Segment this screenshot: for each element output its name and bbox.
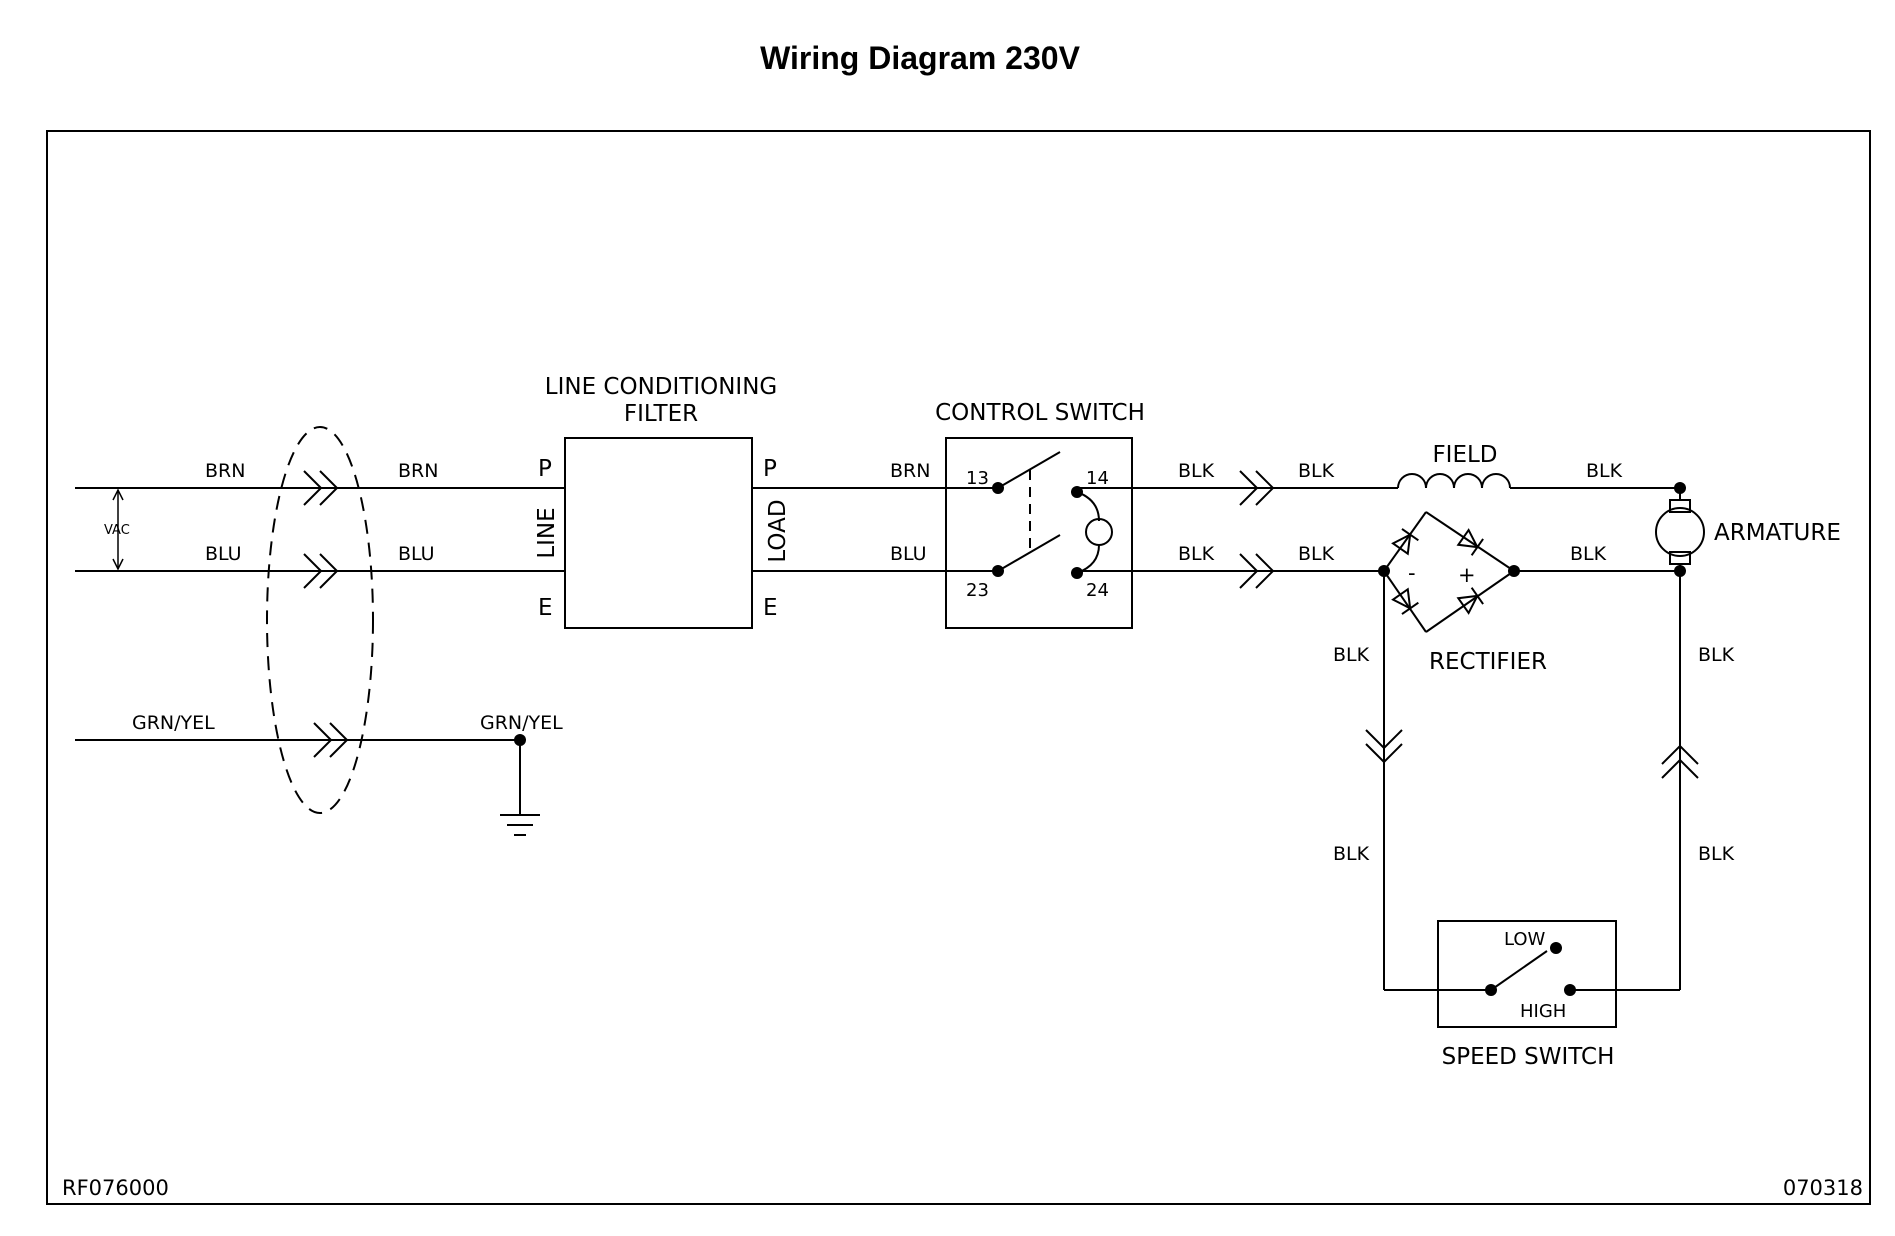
- drawing-number: RF076000: [62, 1176, 169, 1200]
- rectifier-plus: +: [1458, 563, 1476, 587]
- wire-label-left-upper: BLK: [1333, 644, 1370, 666]
- wire-label-blk-top-2: BLK: [1298, 460, 1335, 482]
- rectifier-minus: -: [1408, 561, 1416, 585]
- rectifier-label: RECTIFIER: [1429, 649, 1547, 675]
- wire-label-blu-out: BLU: [398, 543, 435, 565]
- control-switch-title: CONTROL SWITCH: [935, 400, 1145, 426]
- speed-high-label: HIGH: [1520, 1001, 1566, 1022]
- filter-load-label: LOAD: [765, 499, 791, 562]
- wire-label-right-upper: BLK: [1698, 644, 1735, 666]
- wire-label-blu-in: BLU: [205, 543, 242, 565]
- vac-arrow-icon: [112, 488, 124, 571]
- filter-e-left: E: [538, 595, 553, 621]
- filter-title-line2: FILTER: [624, 401, 698, 427]
- wire-label-left-lower: BLK: [1333, 843, 1370, 865]
- speed-switch-title: SPEED SWITCH: [1442, 1044, 1615, 1070]
- filter-e-right: E: [763, 595, 778, 621]
- armature-motor-icon: [1655, 482, 1705, 577]
- wire-label-rect-out: BLK: [1570, 543, 1607, 565]
- supply-ground-wire: [75, 734, 526, 815]
- field-coil-icon: [1397, 473, 1680, 489]
- wire-label-brn-out: BRN: [398, 460, 438, 482]
- wire-label-brn-switch: BRN: [890, 460, 930, 482]
- wire-label-blu-switch: BLU: [890, 543, 927, 565]
- speed-switch-box: [1437, 920, 1617, 1028]
- ground-symbol-icon: [500, 814, 540, 836]
- drawing-frame: [46, 130, 1871, 1205]
- page-title: Wiring Diagram 230V: [760, 40, 1080, 76]
- filter-p-right: P: [763, 456, 777, 482]
- plug-connector-icon: [303, 470, 348, 758]
- cord-boundary-ellipse: [266, 426, 374, 814]
- filter-title-line1: LINE CONDITIONING: [545, 374, 777, 400]
- filter-line-label: LINE: [534, 507, 560, 558]
- rectifier-bridge-icon: [1378, 511, 1520, 633]
- wire-label-blk-bot-1: BLK: [1178, 543, 1215, 565]
- line-filter-box: [564, 437, 753, 629]
- vac-label: VAC: [104, 523, 130, 538]
- armature-label: ARMATURE: [1714, 520, 1841, 546]
- wire-label-field-out: BLK: [1586, 460, 1623, 482]
- wire-label-grnyel-out: GRN/YEL: [480, 712, 563, 734]
- date-code: 070318: [1783, 1176, 1863, 1200]
- wire-label-right-lower: BLK: [1698, 843, 1735, 865]
- field-label: FIELD: [1432, 442, 1497, 468]
- terminal-23: 23: [966, 580, 989, 601]
- filter-p-left: P: [538, 456, 552, 482]
- wire-label-blk-bot-2: BLK: [1298, 543, 1335, 565]
- wire-label-brn-in: BRN: [205, 460, 245, 482]
- speed-switch-connector-icon: [1365, 729, 1699, 779]
- speed-switch-contacts-icon: [1384, 942, 1680, 996]
- terminal-14: 14: [1086, 468, 1109, 489]
- wire-label-blk-top-1: BLK: [1178, 460, 1215, 482]
- control-switch-box: [945, 437, 1133, 629]
- terminal-24: 24: [1086, 580, 1109, 601]
- terminal-13: 13: [966, 468, 989, 489]
- wire-label-grnyel-in: GRN/YEL: [132, 712, 215, 734]
- speed-low-label: LOW: [1504, 929, 1546, 950]
